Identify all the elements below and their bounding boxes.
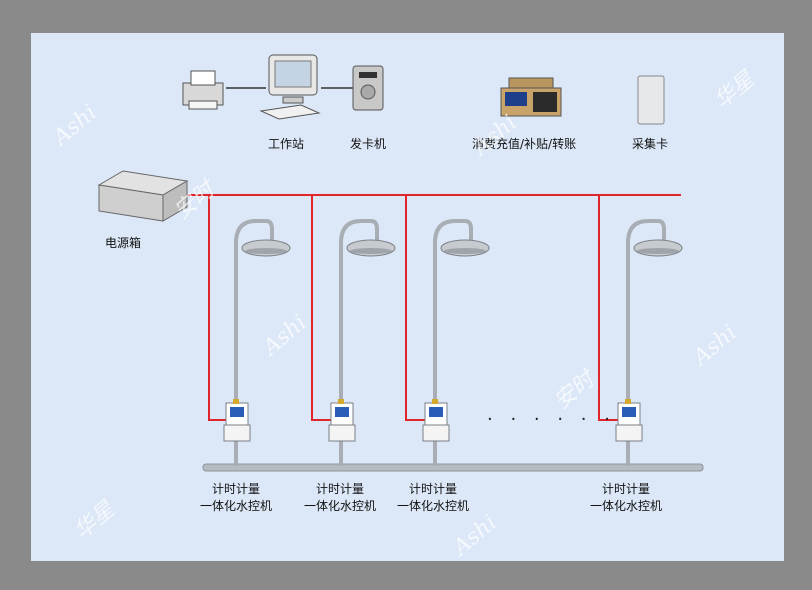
controller-label-line2: 一体化水控机 [589, 499, 662, 513]
shower-3 [422, 219, 490, 466]
ellipsis: · · · · · · [487, 409, 616, 430]
controller-label-line1: 计时计量 [601, 482, 650, 496]
controller-label-line2: 一体化水控机 [303, 499, 376, 513]
card-issuer-icon [352, 65, 384, 111]
controller-label-line1: 计时计量 [211, 482, 260, 496]
shower-2 [328, 219, 396, 466]
drop-wire-3 [405, 195, 425, 421]
diagram-canvas: 工作站 发卡机 消费充值/补贴/转账 采集卡 电源箱 · · · · · · 计… [31, 33, 784, 561]
label-consumption: 消费充值/补贴/转账 [472, 137, 577, 151]
water-main-pipe [202, 463, 704, 472]
controller-label-3: 计时计量 一体化水控机 [383, 481, 483, 515]
label-workstation: 工作站 [268, 137, 305, 151]
label-collection-card: 采集卡 [632, 137, 669, 151]
drop-wire-1 [208, 195, 229, 421]
controller-label-line1: 计时计量 [315, 482, 364, 496]
drop-wire-4 [598, 195, 619, 421]
workstation-icon [259, 54, 321, 120]
controller-label-4: 计时计量 一体化水控机 [576, 481, 676, 515]
power-box-icon [97, 170, 189, 222]
label-card-issuer: 发卡机 [350, 137, 387, 151]
shower-4 [615, 219, 683, 466]
pos-terminal-icon [500, 77, 562, 117]
label-power-box: 电源箱 [105, 236, 142, 250]
controller-label-line1: 计时计量 [408, 482, 457, 496]
shower-1 [223, 219, 291, 466]
controller-label-1: 计时计量 一体化水控机 [186, 481, 286, 515]
drop-wire-2 [311, 195, 331, 421]
wiring-diagram [97, 54, 704, 472]
printer-icon [182, 70, 224, 110]
controller-label-2: 计时计量 一体化水控机 [290, 481, 390, 515]
controller-label-line2: 一体化水控机 [396, 499, 469, 513]
collection-card-icon [637, 75, 665, 125]
controller-label-line2: 一体化水控机 [199, 499, 272, 513]
